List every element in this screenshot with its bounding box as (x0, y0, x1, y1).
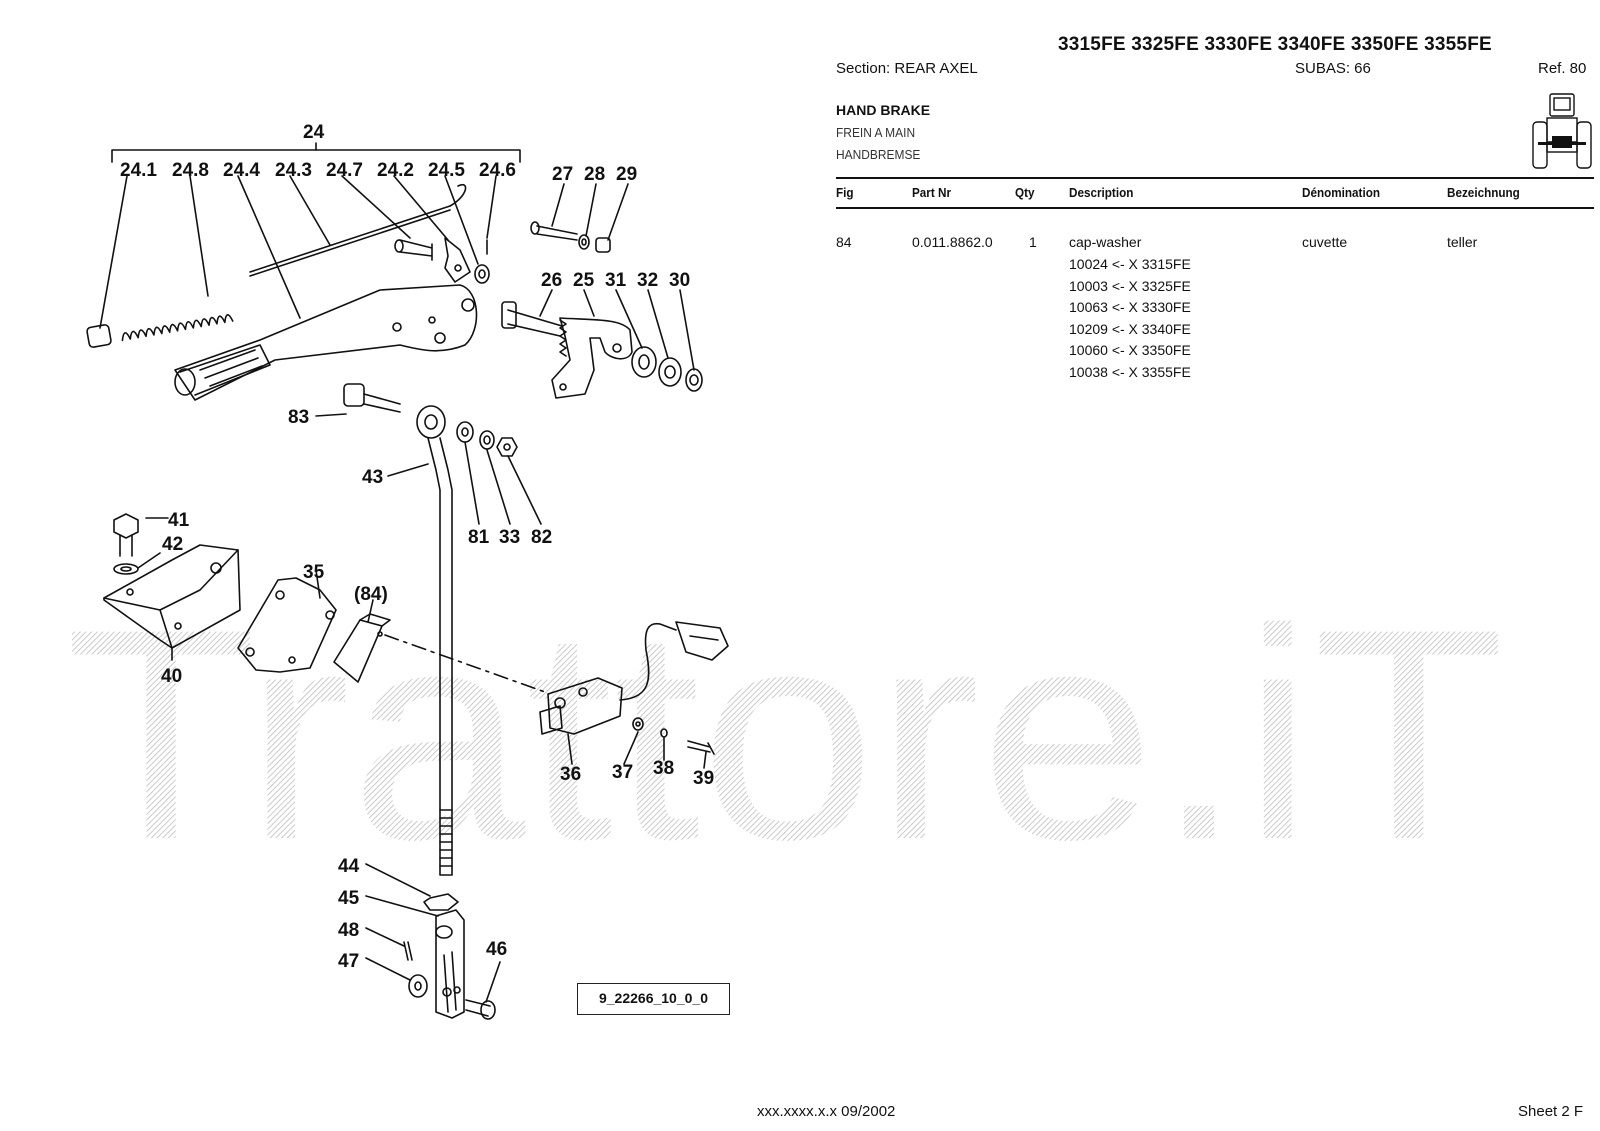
callout-82: 82 (531, 527, 552, 548)
callout-27: 27 (552, 164, 573, 185)
callout-83: 83 (288, 407, 309, 428)
col-header-part-nr: Part Nr (912, 185, 952, 200)
callout-33: 33 (499, 527, 520, 548)
callout-29: 29 (616, 164, 637, 185)
variant-line: 10209 <- X 3340FE (1069, 321, 1191, 337)
title-french: FREIN A MAIN (836, 125, 916, 140)
callout-38: 38 (653, 758, 674, 779)
callout-43: 43 (362, 467, 383, 488)
col-header-denomination: Dénomination (1302, 185, 1381, 200)
callout-30: 30 (669, 270, 690, 291)
callout-24: 24 (303, 122, 325, 143)
title-english: HAND BRAKE (836, 102, 931, 118)
section-label: Section: REAR AXEL (836, 60, 978, 77)
callout-31: 31 (605, 270, 627, 291)
callout-24-5: 24.5 (428, 160, 465, 181)
subas-label: SUBAS: 66 (1295, 60, 1371, 77)
model-list: 3315FE 3325FE 3330FE 3340FE 3350FE 3355F… (1058, 34, 1492, 55)
callout-25: 25 (573, 270, 595, 291)
variant-line: 10003 <- X 3325FE (1069, 278, 1191, 294)
ref-label: Ref. 80 (1538, 60, 1587, 77)
tractor-rear-icon (1532, 93, 1592, 169)
callout-24-4: 24.4 (223, 160, 260, 181)
callout-26: 26 (541, 270, 562, 291)
callout-37: 37 (612, 762, 633, 783)
cell-bezeichnung: teller (1447, 234, 1478, 250)
callout-24-1: 24.1 (120, 160, 157, 181)
table-header-rule (836, 207, 1594, 209)
callout-24-8: 24.8 (172, 160, 209, 181)
callout-24-7: 24.7 (326, 160, 363, 181)
cell-qty: 1 (1029, 234, 1037, 250)
title-german: HANDBREMSE (836, 147, 921, 162)
callout-46: 46 (486, 939, 507, 960)
callout-32: 32 (637, 270, 658, 291)
callout-42: 42 (162, 534, 183, 555)
callout-48: 48 (338, 920, 359, 941)
sheet-label: Sheet 2 F (1518, 1103, 1584, 1120)
callout-81: 81 (468, 527, 490, 548)
variant-line: 10024 <- X 3315FE (1069, 256, 1191, 272)
cell-description: cap-washer (1069, 234, 1142, 250)
callout-41: 41 (168, 510, 190, 531)
col-header-description: Description (1069, 185, 1134, 200)
variant-line: 10060 <- X 3350FE (1069, 342, 1191, 358)
callout-45: 45 (338, 888, 360, 909)
cell-fig: 84 (836, 234, 852, 250)
table-top-rule (836, 177, 1594, 179)
variant-line: 10038 <- X 3355FE (1069, 364, 1191, 380)
callout-84: (84) (354, 584, 388, 605)
callout-40: 40 (161, 666, 182, 687)
callout-24-2: 24.2 (377, 160, 414, 181)
col-header-bezeichnung: Bezeichnung (1447, 185, 1520, 200)
callout-35: 35 (303, 562, 325, 583)
col-header-fig: Fig (836, 185, 854, 200)
callout-28: 28 (584, 164, 605, 185)
callout-47: 47 (338, 951, 359, 972)
variant-line: 10063 <- X 3330FE (1069, 299, 1191, 315)
callout-36: 36 (560, 764, 581, 785)
callout-24-6: 24.6 (479, 160, 516, 181)
drawing-id-box: 9_22266_10_0_0 (577, 983, 730, 1015)
cell-denomination: cuvette (1302, 234, 1348, 250)
col-header-qty: Qty (1015, 185, 1035, 200)
cell-part-nr: 0.011.8862.0 (912, 234, 993, 250)
callout-39: 39 (693, 768, 714, 789)
watermark: Trattore.iT (65, 600, 1505, 860)
watermark-text: Trattore.iT (65, 600, 1505, 860)
footer-code: xxx.xxxx.x.x 09/2002 (757, 1103, 896, 1120)
parts-diagram: 24 24.1 24.8 24.4 24.3 24.7 24.2 24.5 24… (86, 122, 729, 1020)
callout-44: 44 (338, 856, 360, 877)
callout-24-3: 24.3 (275, 160, 312, 181)
